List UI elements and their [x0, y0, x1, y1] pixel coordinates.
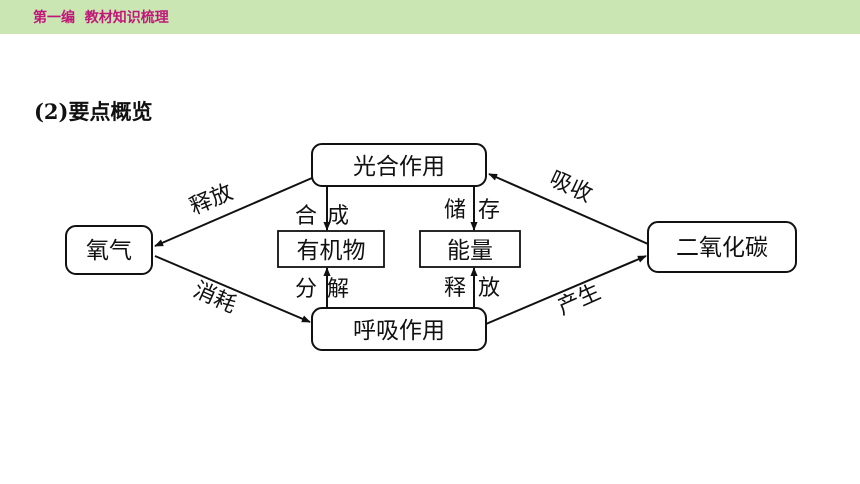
edge-label-produce-co2: 产生 — [554, 280, 604, 321]
node-energy-label: 能量 — [447, 238, 493, 264]
node-energy: 能量 — [419, 230, 521, 268]
edge-label-synthesize: 合成 — [295, 204, 359, 229]
node-carbon-dioxide: 二氧化碳 — [647, 221, 797, 273]
node-oxygen-label: 氧气 — [86, 238, 132, 264]
edge-label-consume-oxygen: 消耗 — [189, 278, 239, 319]
node-photosynthesis-label: 光合作用 — [353, 154, 445, 180]
edge-label-release-energy: 释放 — [444, 276, 512, 301]
arrow-photosynthesis-to-oxygen — [154, 177, 313, 247]
arrow-respiration-to-co2 — [485, 255, 647, 325]
header-bar — [0, 0, 860, 34]
node-respiration-label: 呼吸作用 — [353, 318, 445, 344]
node-organic-matter-label: 有机物 — [297, 238, 366, 264]
node-oxygen: 氧气 — [65, 225, 153, 275]
arrow-oxygen-to-respiration — [154, 255, 311, 323]
header-title: 第一编 教材知识梳理 — [33, 10, 169, 26]
node-carbon-dioxide-label: 二氧化碳 — [676, 235, 768, 261]
edge-label-decompose: 分解 — [295, 277, 359, 302]
section-title: (2)要点概览 — [34, 99, 153, 124]
arrow-co2-to-photosynthesis — [488, 173, 649, 245]
node-respiration: 呼吸作用 — [311, 307, 487, 351]
node-photosynthesis: 光合作用 — [311, 143, 487, 187]
edge-label-store: 储存 — [444, 198, 512, 223]
node-organic-matter: 有机物 — [277, 230, 385, 268]
